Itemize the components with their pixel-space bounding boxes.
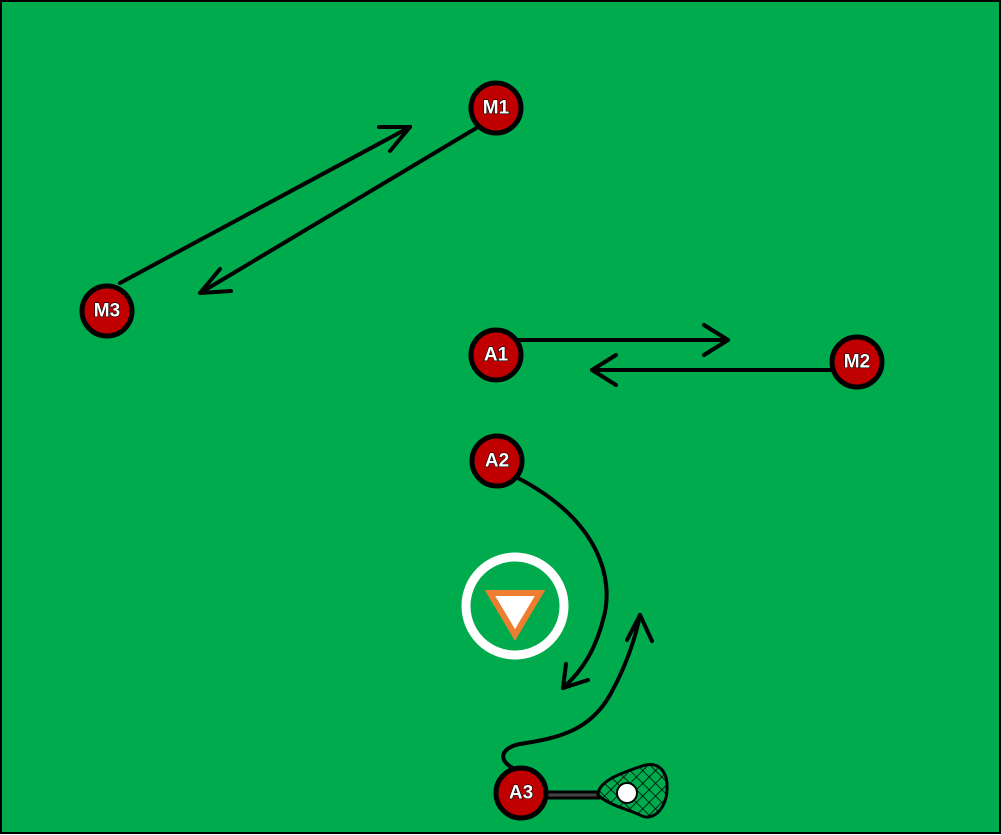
- arrowhead-a2: [561, 662, 590, 690]
- player-label-m1: M1: [483, 98, 510, 119]
- player-a1: A1: [468, 327, 524, 383]
- ball-icon: [616, 782, 638, 804]
- player-a2: A2: [469, 433, 525, 489]
- player-a3: A3: [493, 765, 549, 821]
- player-label-a2: A2: [485, 451, 509, 472]
- player-m1: M1: [468, 80, 524, 136]
- passing-lines: [118, 125, 840, 774]
- cut-path-a3: [501, 613, 642, 774]
- arrowhead-a1-m2: [702, 323, 730, 357]
- pass-line-m1-m3: [198, 125, 480, 295]
- player-label-m2: M2: [844, 352, 870, 373]
- player-m2: M2: [829, 334, 885, 390]
- goal-crease: [461, 552, 569, 660]
- goal-area: [461, 552, 569, 660]
- arrowhead-m3-m1: [377, 125, 412, 153]
- goal-marker-icon: [484, 590, 546, 641]
- arrowhead-m2-a1: [590, 353, 618, 387]
- arrowhead-a3: [625, 613, 654, 643]
- cut-path-a2: [514, 475, 609, 690]
- player-label-m3: M3: [94, 301, 120, 322]
- player-label-a1: A1: [484, 345, 509, 366]
- player-m3: M3: [79, 283, 135, 339]
- lacrosse-stick-icon: [535, 763, 669, 819]
- arrowhead-m1-m3: [198, 267, 233, 295]
- pass-line-m3-m1: [118, 125, 412, 285]
- player-label-a3: A3: [509, 783, 533, 804]
